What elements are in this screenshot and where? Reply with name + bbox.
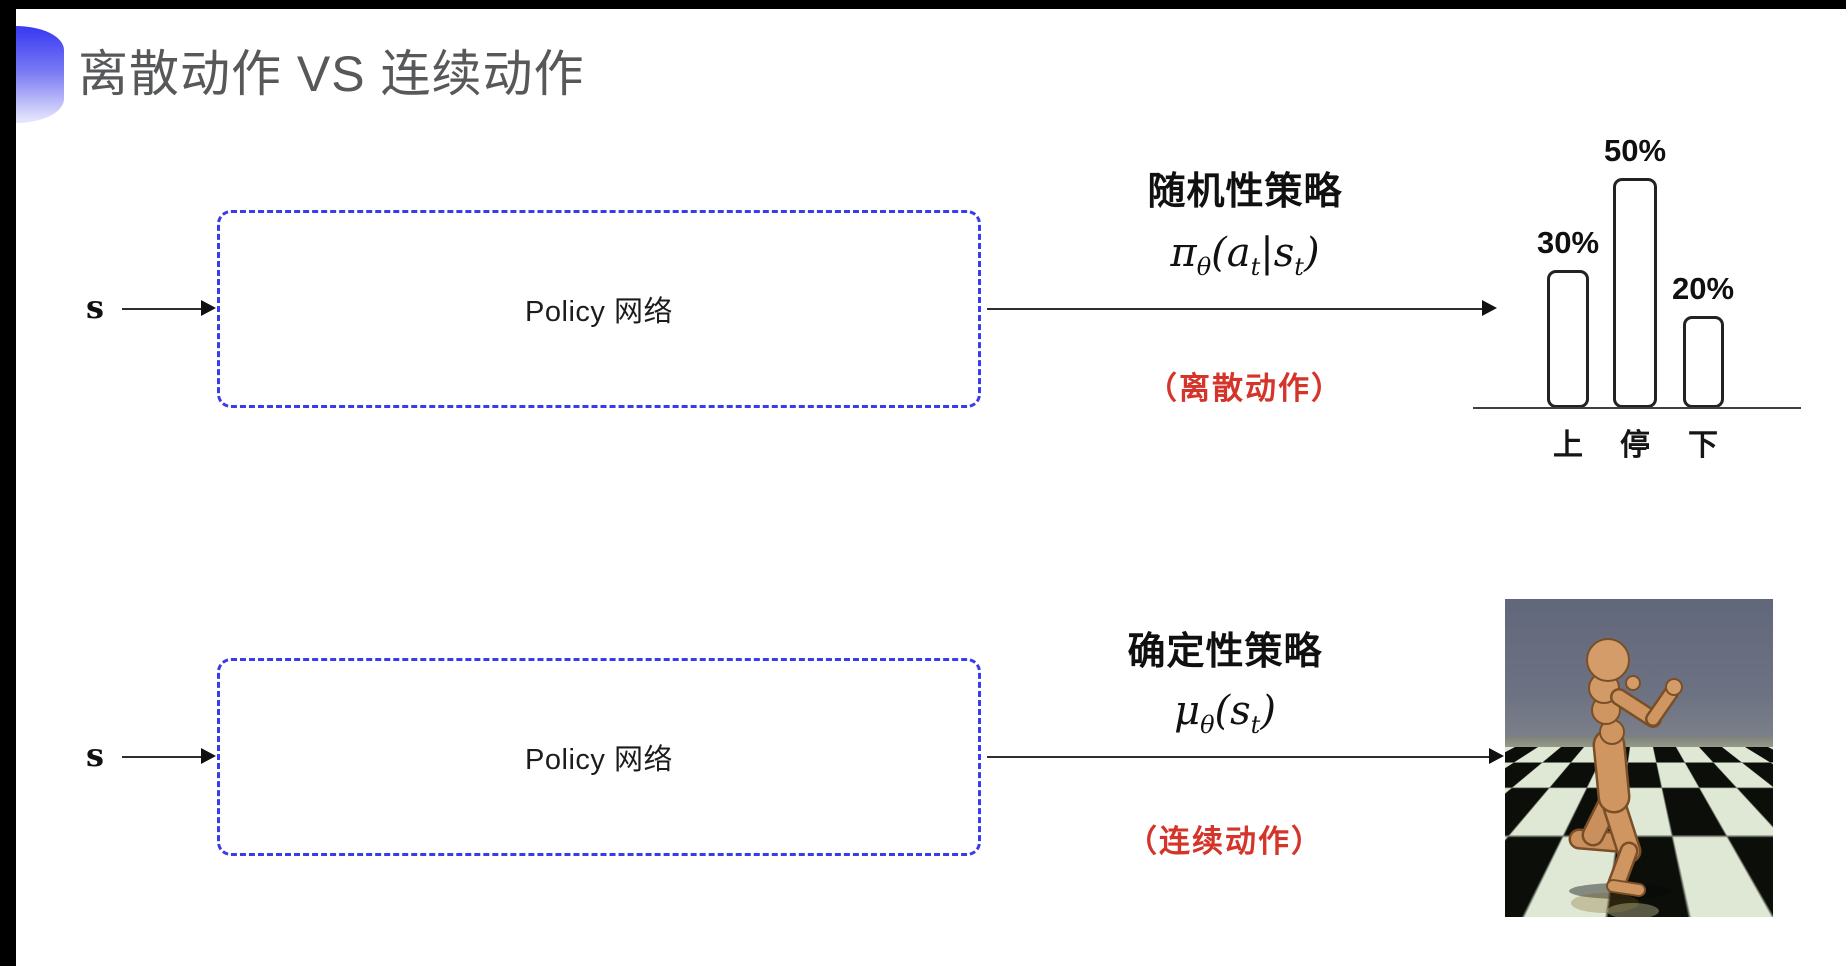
humanoid-simulation-image <box>1505 599 1773 917</box>
bar-value-label: 50% <box>1603 133 1667 168</box>
policy-network-label: Policy 网络 <box>525 744 673 776</box>
input-arrow <box>122 748 216 764</box>
title-accent-shape <box>16 26 64 123</box>
letterbox-top <box>0 0 1846 9</box>
output-arrow <box>987 748 1504 764</box>
chart-bar <box>1547 270 1589 408</box>
arrow-head-icon <box>201 748 216 764</box>
policy-network-label: Policy 网络 <box>525 296 673 328</box>
output-arrow <box>987 300 1497 316</box>
bar-value-label: 20% <box>1671 271 1735 306</box>
stochastic-policy-formula: πθ(at|st) <box>1170 230 1320 281</box>
policy-network-box: Policy 网络 <box>217 658 981 856</box>
state-input-label: s <box>86 736 105 774</box>
stochastic-policy-title: 随机性策略 <box>1147 171 1343 213</box>
chart-baseline <box>1473 407 1801 409</box>
bar-category-label: 上 <box>1553 429 1583 462</box>
bar-category-label: 下 <box>1688 429 1718 462</box>
deterministic-policy-title: 确定性策略 <box>1127 631 1323 673</box>
chart-bar-column: 50% <box>1595 133 1675 408</box>
arrow-head-icon <box>201 300 216 316</box>
discrete-action-note: （离散动作） <box>1146 371 1344 406</box>
humanoid-figure-svg <box>1568 638 1683 917</box>
state-input-label: s <box>86 288 105 326</box>
chart-bar <box>1682 316 1724 408</box>
chart-bar <box>1613 178 1657 408</box>
arrow-head-icon <box>1489 748 1504 764</box>
arrow-head-icon <box>1482 300 1497 316</box>
slide-title: 离散动作 VS 连续动作 <box>78 46 585 102</box>
bar-value-label: 30% <box>1536 225 1600 260</box>
bar-category-label: 停 <box>1620 429 1650 462</box>
letterbox-left <box>0 0 16 966</box>
continuous-action-note: （连续动作） <box>1126 824 1324 859</box>
deterministic-policy-formula: μθ(st) <box>1174 688 1276 739</box>
chart-bar-column: 30% <box>1528 225 1608 408</box>
policy-network-box: Policy 网络 <box>217 210 981 408</box>
input-arrow <box>122 300 216 316</box>
chart-bar-column: 20% <box>1663 271 1743 408</box>
